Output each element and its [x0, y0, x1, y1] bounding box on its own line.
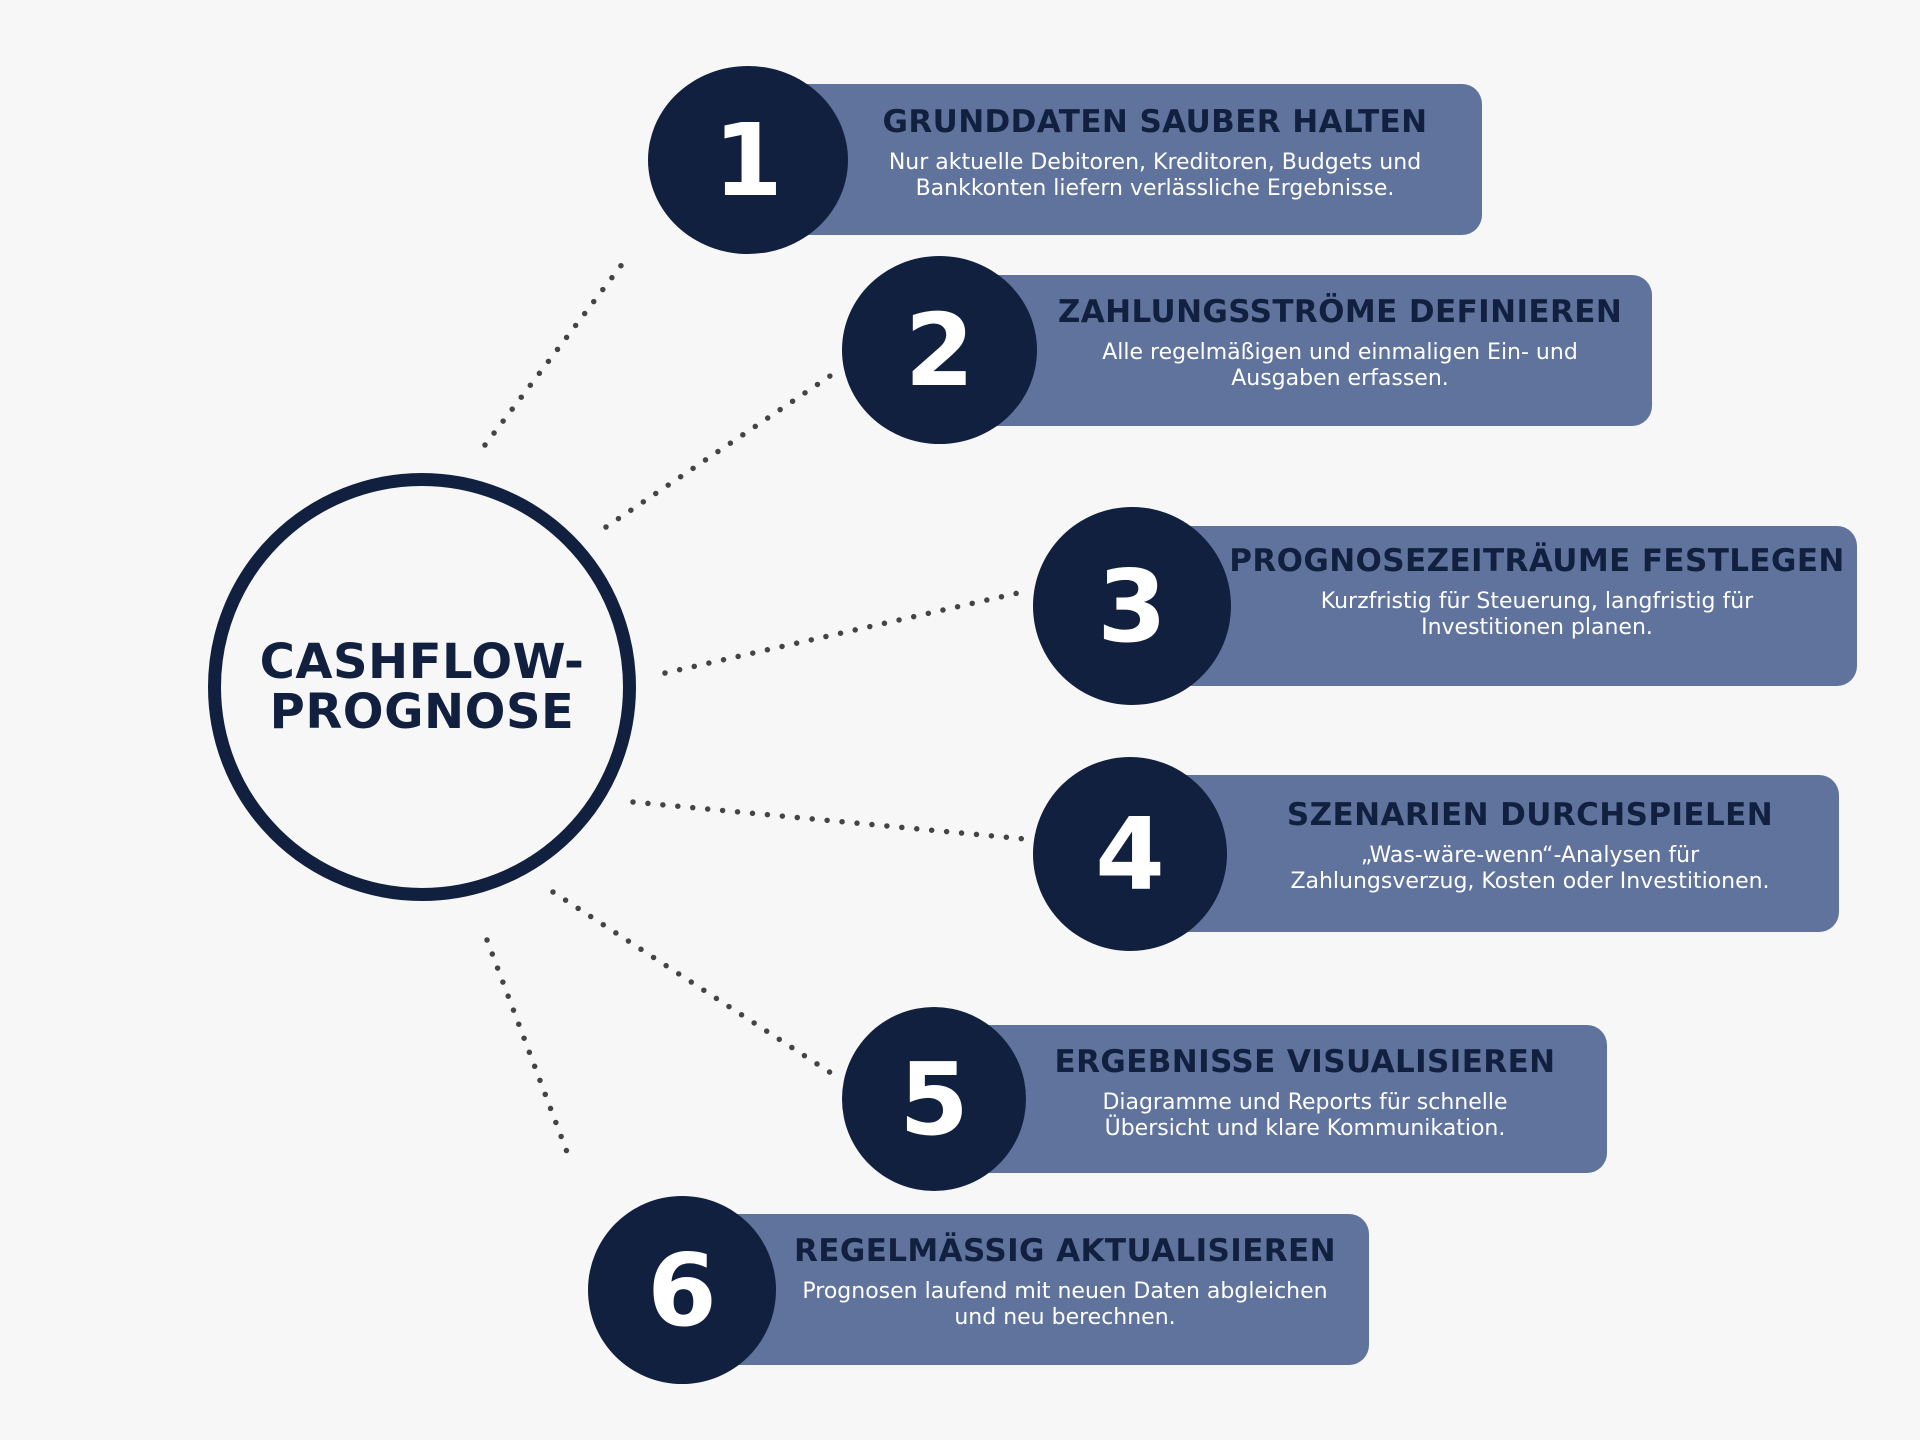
step-1-description-line-2: Bankkonten liefern verlässliche Ergebnis…	[915, 176, 1395, 201]
step-6-text: REGELMÄSSIG AKTUALISIEREN Prognosen lauf…	[770, 1233, 1360, 1331]
step-1-number-badge: 1	[648, 66, 848, 254]
step-1-description-line-1: Nur aktuelle Debitoren, Kreditoren, Budg…	[888, 150, 1422, 175]
step-2-description-line-2: Ausgaben erfassen.	[1231, 366, 1449, 391]
step-4-description: „Was-wäre-wenn“-Analysen für Zahlungsver…	[1290, 843, 1769, 895]
step-4-text: SZENARIEN DURCHSPIELEN „Was-wäre-wenn“-A…	[1240, 797, 1820, 895]
step-2-title: ZAHLUNGSSTRÖME DEFINIEREN	[1057, 294, 1623, 330]
step-3-description-line-2: Investitionen planen.	[1421, 615, 1653, 640]
step-5-description-line-2: Übersicht und klare Kommunikation.	[1104, 1116, 1506, 1141]
step-4-number: 4	[1095, 795, 1165, 913]
step-3-description-line-1: Kurzfristig für Steuerung, langfristig f…	[1320, 589, 1754, 614]
connector-line-6	[484, 937, 570, 1155]
connector-line-3	[662, 590, 1021, 676]
step-3-number: 3	[1097, 547, 1167, 665]
step-3-panel	[1140, 526, 1857, 686]
step-3-description: Kurzfristig für Steuerung, langfristig f…	[1321, 589, 1753, 641]
step-5-title: ERGEBNISSE VISUALISIEREN	[1054, 1044, 1556, 1080]
step-2-description-line-1: Alle regelmäßigen und einmaligen Ein- un…	[1102, 340, 1578, 365]
step-2-panel	[955, 275, 1652, 426]
step-3-number-badge: 3	[1033, 507, 1231, 705]
step-6-description: Prognosen laufend mit neuen Daten abglei…	[802, 1279, 1327, 1331]
step-4-panel	[1140, 775, 1839, 932]
step-5-panel	[955, 1025, 1607, 1173]
step-2-number-badge: 2	[842, 256, 1037, 444]
center-title-line-1: CASHFLOW-	[259, 634, 585, 690]
connector-line-4	[630, 799, 1028, 842]
step-6-title: REGELMÄSSIG AKTUALISIEREN	[794, 1233, 1336, 1269]
step-1-title: GRUNDDATEN SAUBER HALTEN	[882, 104, 1428, 140]
step-5-number-badge: 5	[842, 1007, 1026, 1191]
step-3-title: PROGNOSEZEITRÄUME FESTLEGEN	[1229, 543, 1845, 579]
step-4-number-badge: 4	[1033, 757, 1227, 951]
step-4-description-line-1: „Was-wäre-wenn“-Analysen für	[1360, 843, 1700, 868]
step-4-title: SZENARIEN DURCHSPIELEN	[1286, 797, 1774, 833]
step-5-text: ERGEBNISSE VISUALISIEREN Diagramme und R…	[1020, 1044, 1590, 1142]
step-6-number: 6	[647, 1231, 717, 1349]
center-hub-circle: CASHFLOW- PROGNOSE	[208, 473, 636, 901]
center-title: CASHFLOW- PROGNOSE	[260, 637, 585, 737]
step-5-number: 5	[899, 1040, 969, 1158]
step-2-text: ZAHLUNGSSTRÖME DEFINIEREN Alle regelmäßi…	[1040, 294, 1640, 392]
step-6-panel	[700, 1214, 1369, 1365]
step-1-text: GRUNDDATEN SAUBER HALTEN Nur aktuelle De…	[860, 104, 1450, 202]
step-5-description: Diagramme und Reports für schnelle Übers…	[1102, 1090, 1507, 1142]
connector-line-2	[603, 371, 836, 530]
step-1-panel	[760, 84, 1482, 235]
step-6-description-line-1: Prognosen laufend mit neuen Daten abglei…	[802, 1279, 1328, 1304]
step-3-text: PROGNOSEZEITRÄUME FESTLEGEN Kurzfristig …	[1226, 543, 1848, 641]
step-6-description-line-2: und neu berechnen.	[954, 1305, 1176, 1330]
step-1-number: 1	[713, 101, 783, 219]
step-2-number: 2	[904, 291, 975, 409]
step-2-description: Alle regelmäßigen und einmaligen Ein- un…	[1102, 340, 1578, 392]
connector-line-1	[482, 260, 626, 448]
connector-line-5	[550, 889, 834, 1076]
step-6-number-badge: 6	[588, 1196, 776, 1384]
step-5-description-line-1: Diagramme und Reports für schnelle	[1102, 1090, 1508, 1115]
step-4-description-line-2: Zahlungsverzug, Kosten oder Investitione…	[1290, 869, 1770, 894]
center-title-line-2: PROGNOSE	[269, 684, 575, 740]
step-1-description: Nur aktuelle Debitoren, Kreditoren, Budg…	[889, 150, 1421, 202]
